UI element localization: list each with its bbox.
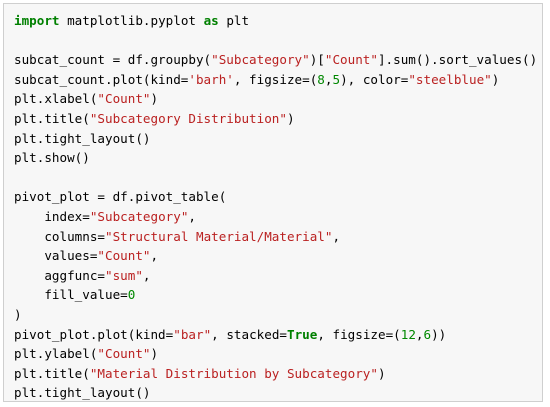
code-token: ) <box>286 110 295 126</box>
code-line: plt.title("Material Distribution by Subc… <box>14 364 537 384</box>
code-token: plt <box>218 13 250 28</box>
code-string: "Count" <box>97 346 151 362</box>
code-string: "sum" <box>105 267 143 283</box>
code-string: "Subcategory" <box>211 52 310 68</box>
code-string: "Count" <box>97 91 151 107</box>
code-token: plt.tight_layout() <box>14 385 151 401</box>
code-keyword: as <box>203 13 219 28</box>
code-line: subcat_count = df.groupby("Subcategory")… <box>14 50 537 70</box>
code-token: values= <box>14 248 98 264</box>
code-line: plt.ylabel("Count") <box>14 344 537 364</box>
code-token: ) <box>14 306 22 322</box>
code-string: "steelblue" <box>408 71 492 87</box>
code-line: aggfunc="sum", <box>14 266 537 286</box>
code-line: subcat_count.plot(kind='barh', figsize=(… <box>14 70 537 90</box>
code-line: pivot_plot.plot(kind="bar", stacked=True… <box>14 325 537 345</box>
code-token: subcat_count.plot(kind= <box>14 71 189 87</box>
code-token: subcat_count = df.groupby( <box>14 52 212 68</box>
code-editor[interactable]: import matplotlib.pyplot as plt subcat_co… <box>14 11 537 401</box>
code-string: "bar" <box>173 326 212 342</box>
code-token: matplotlib.pyplot <box>59 13 204 28</box>
code-string: "Subcategory Distribution" <box>89 110 287 126</box>
code-line: plt.show() <box>14 148 537 168</box>
code-line <box>14 168 537 188</box>
code-line: pivot_plot = df.pivot_table( <box>14 187 537 207</box>
code-token: ) <box>150 346 159 362</box>
code-token: ) <box>150 91 159 107</box>
code-number: 0 <box>127 287 136 303</box>
code-line: plt.tight_layout() <box>14 383 537 401</box>
code-string: "Subcategory" <box>89 208 189 224</box>
code-token: ].sum().sort_values() <box>377 52 538 68</box>
code-line: fill_value=0 <box>14 285 537 305</box>
code-token: plt.xlabel( <box>14 91 98 107</box>
code-token: aggfunc= <box>14 267 105 283</box>
code-keyword: True <box>286 326 318 342</box>
code-string: "Material Distribution by Subcategory" <box>89 365 378 381</box>
code-token: ) <box>377 365 386 381</box>
code-token: ), color= <box>340 71 409 87</box>
code-token: columns= <box>14 228 105 244</box>
code-token: , <box>150 248 159 264</box>
code-token: , <box>142 267 151 283</box>
code-token: ) <box>491 71 500 87</box>
code-token: fill_value= <box>14 287 128 303</box>
code-token: )[ <box>309 52 325 68</box>
code-number: 6 <box>423 326 432 342</box>
code-token: , <box>332 228 341 244</box>
code-token: plt.tight_layout() <box>14 130 151 146</box>
code-string: "Count" <box>324 52 378 68</box>
code-token: pivot_plot = df.pivot_table( <box>14 189 227 205</box>
code-number: 8 <box>317 71 325 87</box>
code-line: plt.title("Subcategory Distribution") <box>14 109 537 129</box>
code-token: , <box>188 208 196 224</box>
code-token: , <box>415 326 424 342</box>
code-string: "Count" <box>97 248 151 264</box>
code-token: plt.title( <box>14 365 90 381</box>
code-token: plt.title( <box>14 110 90 126</box>
code-keyword: import <box>14 13 60 28</box>
code-token: plt.ylabel( <box>14 346 98 362</box>
code-line: columns="Structural Material/Material", <box>14 227 537 247</box>
code-string: 'barh' <box>188 71 234 87</box>
code-token: pivot_plot.plot(kind= <box>14 326 174 342</box>
code-token: plt.show() <box>14 150 90 166</box>
code-line <box>14 31 537 51</box>
code-token: , stacked= <box>211 326 287 342</box>
code-cell[interactable]: import matplotlib.pyplot as plt subcat_co… <box>3 3 543 402</box>
code-token: , <box>324 71 333 87</box>
code-number: 12 <box>400 326 416 342</box>
code-line: index="Subcategory", <box>14 207 537 227</box>
code-token: index= <box>14 208 90 224</box>
code-line: import matplotlib.pyplot as plt <box>14 11 537 31</box>
code-token: , figsize=( <box>317 326 401 342</box>
code-string: "Structural Material/Material" <box>105 228 333 244</box>
code-line: values="Count", <box>14 246 537 266</box>
code-number: 5 <box>332 71 341 87</box>
code-token: )) <box>431 326 447 342</box>
code-token: , figsize=( <box>233 71 318 87</box>
code-line: plt.xlabel("Count") <box>14 89 537 109</box>
code-line: plt.tight_layout() <box>14 129 537 149</box>
code-line: ) <box>14 305 537 325</box>
